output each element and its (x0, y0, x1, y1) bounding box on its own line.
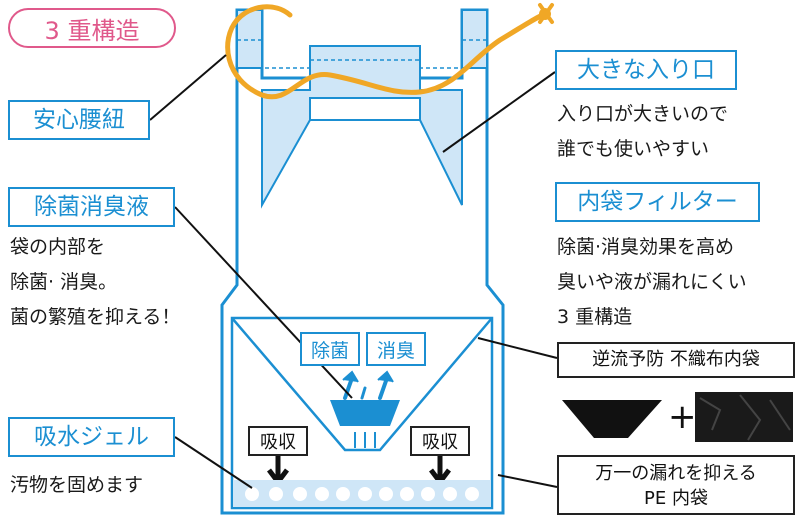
absorb-gel-desc: 汚物を固めます (10, 474, 144, 496)
big-opening-desc-line: 入り口が大きいので (557, 103, 729, 125)
title-badge: 3 重構造 (8, 8, 176, 48)
nonwoven-bag-icon (562, 400, 662, 438)
absorb-left-tag: 吸収 (248, 426, 308, 456)
opening-mouth (309, 97, 421, 121)
pe-bag-label-line2: PE 内袋 (644, 488, 708, 509)
inner-filter-desc: 除菌·消臭効果を高め 臭いや液が漏れにくい 3 重構造 (557, 230, 747, 335)
disinfect-desc-line: 菌の繁殖を抑える！ (10, 306, 181, 328)
waist-cord (225, 11, 548, 100)
inner-filter-label: 内袋フィルター (555, 182, 760, 222)
disinfect-tag: 除菌 (300, 332, 360, 366)
deodorize-tag: 消臭 (366, 332, 426, 366)
left-handle (236, 9, 263, 69)
disinfect-liquid-label: 除菌消臭液 (8, 187, 175, 227)
absorb-gel-label: 吸水ジェル (8, 417, 175, 457)
disinfect-desc-line: 除菌· 消臭。 (10, 271, 118, 293)
pe-bag-label-line1: 万一の漏れを抑える (595, 463, 757, 484)
absorb-right-tag: 吸収 (410, 426, 470, 456)
disinfect-bowl (330, 400, 400, 426)
big-opening-desc-line: 誰でも使いやすい (557, 138, 710, 160)
plus-sign: + (668, 397, 697, 437)
pe-bag-label: 万一の漏れを抑える PE 内袋 (557, 455, 795, 515)
inner-filter-desc-line: 3 重構造 (557, 306, 633, 328)
waist-cord-label: 安心腰紐 (8, 100, 150, 140)
inner-filter-desc-line: 除菌·消臭効果を高め (557, 236, 735, 258)
disinfect-desc: 袋の内部を 除菌· 消臭。 菌の繁殖を抑える！ (10, 230, 180, 335)
disinfect-desc-line: 袋の内部を (10, 236, 106, 258)
backflow-label: 逆流予防 不織布内袋 (557, 342, 795, 378)
big-opening-desc: 入り口が大きいので 誰でも使いやすい (557, 97, 728, 167)
gel-beads (245, 487, 479, 501)
filter-funnel (231, 317, 493, 452)
inner-filter-desc-line: 臭いや液が漏れにくい (557, 271, 747, 293)
big-opening-label: 大きな入り口 (555, 50, 737, 90)
